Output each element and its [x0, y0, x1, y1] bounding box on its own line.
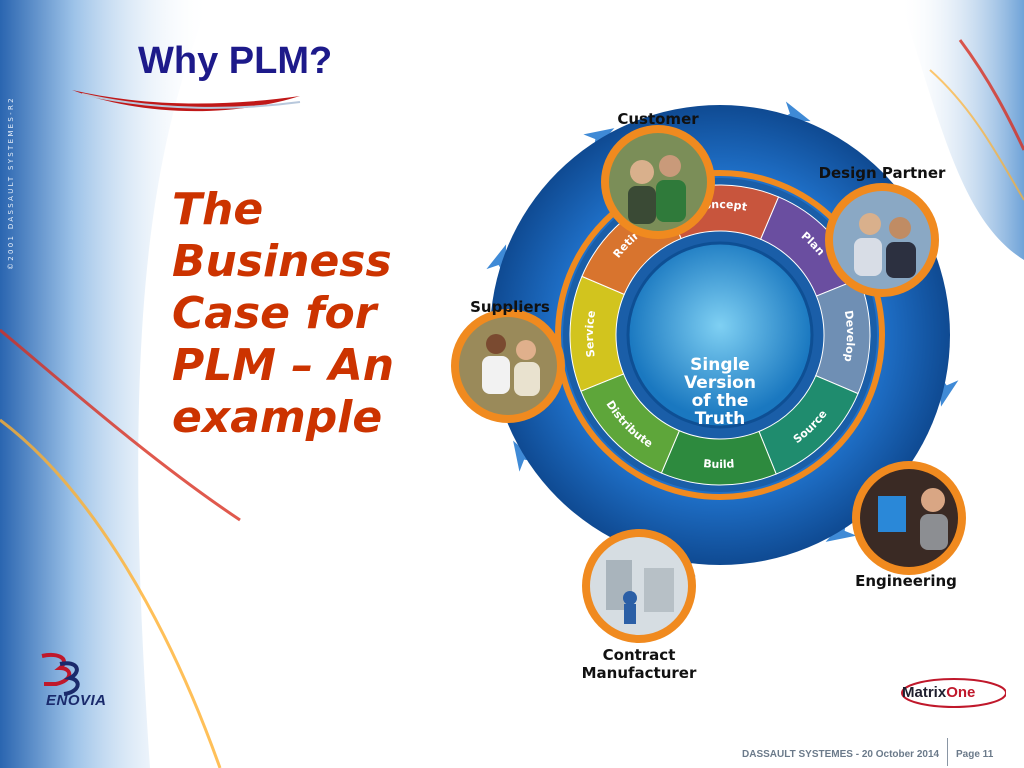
- lifecycle-segment-build: [660, 430, 777, 486]
- copyright-notice: ©2001 DASSAULT SYSTEMES-R2: [7, 96, 15, 270]
- matrixone-brand-matrix: Matrix: [902, 684, 947, 701]
- center-disc: [628, 243, 812, 427]
- stakeholder-label-engineering: Engineering: [855, 572, 957, 590]
- center-line-2: Version: [684, 373, 756, 393]
- footer-page-number: Page 11: [956, 749, 994, 760]
- lifecycle-segment-develop: [815, 278, 871, 395]
- footer-divider: [947, 738, 948, 766]
- lifecycle-label-text: Build: [703, 457, 735, 471]
- center-line-1: Single: [690, 355, 750, 375]
- orange-ring: [555, 170, 885, 500]
- stakeholder-customer: Customer: [601, 110, 715, 239]
- footer-company-date: DASSAULT SYSTEMES - 20 October 2014: [742, 749, 940, 760]
- center-line-4: Truth: [695, 409, 745, 429]
- slide-subtitle: The Business Case for PLM – An example: [172, 184, 395, 443]
- plm-lifecycle-diagram: ConceptPlanDevelopSourceBuildDistributeS…: [451, 101, 966, 682]
- lifecycle-label-develop: Develop: [841, 309, 857, 363]
- lifecycle-label-text: Develop: [841, 309, 857, 363]
- lifecycle-label-text: Service: [583, 310, 598, 359]
- stakeholder-suppliers: Suppliers: [451, 298, 565, 423]
- center-disc-rim: [626, 241, 814, 429]
- matrixone-logo: [901, 678, 1006, 708]
- center-line-3: of the: [692, 391, 749, 411]
- 3ds-logo: [41, 653, 80, 696]
- lifecycle-label-service: Service: [583, 310, 598, 359]
- matrixone-brand: MatrixOne: [902, 684, 975, 701]
- lifecycle-label-build: Build: [703, 457, 735, 471]
- stakeholder-design-partner: Design Partner: [819, 164, 946, 297]
- stakeholder-engineering: Engineering: [852, 461, 966, 590]
- stakeholder-label-design-partner: Design Partner: [819, 164, 946, 182]
- stakeholder-label-customer: Customer: [617, 110, 699, 128]
- stakeholder-label-suppliers: Suppliers: [470, 298, 550, 316]
- stakeholder-label-line-1: Contract: [603, 646, 676, 664]
- stakeholder-label-line-2: Manufacturer: [582, 664, 697, 682]
- matrixone-brand-one: One: [946, 684, 976, 701]
- slide-title: Why PLM?: [138, 40, 333, 82]
- enovia-brand: ENOVIA: [46, 692, 107, 709]
- lifecycle-segment-service: [569, 275, 625, 392]
